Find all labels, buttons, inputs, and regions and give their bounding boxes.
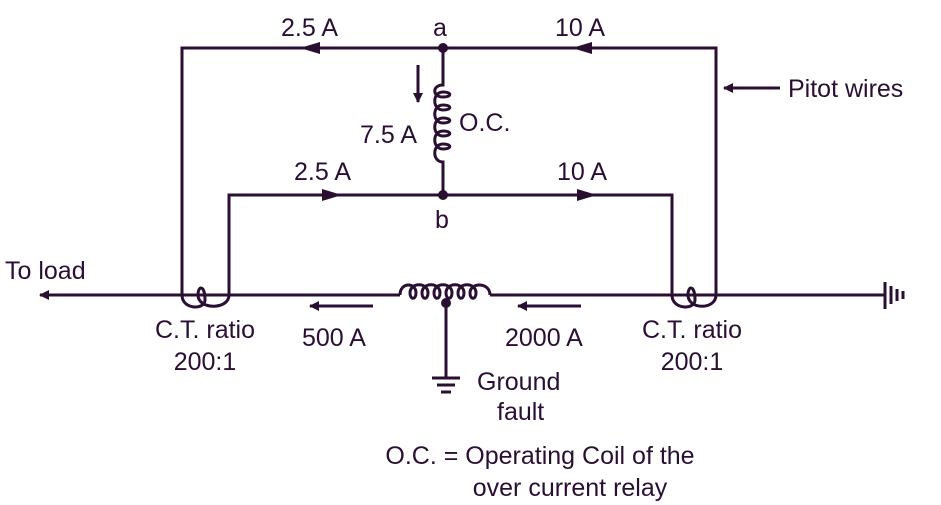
label-ground: Ground <box>477 368 560 396</box>
label-right-ct-ratio: C.T. ratio <box>642 316 742 344</box>
label-fault: fault <box>497 398 544 426</box>
label-left-ct-value: 200:1 <box>174 348 237 376</box>
arrow-top-right <box>572 42 592 54</box>
operating-coil <box>433 48 452 195</box>
label-coil: O.C. <box>459 109 510 137</box>
arrow-mid-right <box>577 189 597 201</box>
label-pitot-wires: Pitot wires <box>788 75 903 103</box>
grounding-transformer-icon <box>398 283 492 300</box>
label-top-left-current: 2.5 A <box>281 14 338 42</box>
label-right-ct-value: 200:1 <box>661 348 724 376</box>
right-ct-icon <box>670 286 718 309</box>
label-mid-left-current: 2.5 A <box>294 158 351 186</box>
label-left-ct-ratio: C.T. ratio <box>155 316 255 344</box>
left-ct-icon <box>180 286 231 309</box>
label-coil-current: 7.5 A <box>360 121 417 149</box>
label-2000a: 2000 A <box>505 324 583 352</box>
node-a-dot <box>438 43 448 53</box>
current-arrows <box>300 42 780 311</box>
earth-ground-icon <box>883 282 905 309</box>
label-node-b: b <box>435 206 449 234</box>
legend-line-1: O.C. = Operating Coil of the <box>385 442 694 470</box>
arrow-top-left <box>300 42 320 54</box>
outer-pilot-wire <box>180 46 718 295</box>
arrow-mid-left <box>322 189 342 201</box>
legend-line-2: over current relay <box>473 474 668 502</box>
label-to-load: To load <box>5 257 86 285</box>
ground-fault-ground-icon <box>432 376 460 394</box>
node-b-dot <box>438 190 448 200</box>
label-500a: 500 A <box>302 324 366 352</box>
label-node-a: a <box>433 14 447 42</box>
label-top-right-current: 10 A <box>555 14 605 42</box>
label-mid-right-current: 10 A <box>557 158 607 186</box>
inner-pilot-wire <box>227 193 674 295</box>
